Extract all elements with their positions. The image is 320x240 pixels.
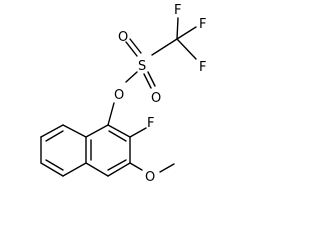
bond-c-s	[151, 38, 178, 56]
atom-o-sulfonyl-upper: O	[118, 30, 128, 45]
atom-f-right-upper: F	[199, 17, 206, 32]
atom-f-top: F	[174, 3, 181, 18]
bond-c3-c4	[107, 162, 131, 177]
bond-c1-c2-inner	[108, 130, 127, 142]
bond-c8-c7	[40, 124, 64, 138]
molecule-svg: F F F S O O O F O	[40, 3, 206, 185]
atom-o-ester: O	[114, 88, 124, 103]
atom-o-sulfonyl-lower: O	[151, 91, 161, 106]
bond-o-c1	[107, 102, 115, 126]
bond-s-o-lower-b	[147, 71, 156, 87]
atom-s: S	[138, 59, 146, 74]
atom-f-right-lower: F	[199, 60, 206, 75]
atom-o-methoxy: O	[145, 170, 155, 185]
bond-c5-c4a	[62, 162, 87, 177]
bond-c-f-right-upper	[176, 26, 197, 40]
bond-c8a-c8	[62, 124, 87, 138]
bond-c8a-c1	[85, 124, 109, 138]
bond-c-f-top	[176, 17, 179, 40]
bond-c-f-right-lower	[176, 38, 197, 60]
bond-s-o-upper-a	[125, 41, 138, 57]
bond-o-ch3	[159, 163, 175, 173]
bond-c3-c4-inner	[107, 159, 127, 171]
bond-c6-c5	[40, 162, 64, 177]
structure-diagram: F F F S O O O F O	[40, 3, 206, 185]
atom-f-ring: F	[147, 116, 154, 131]
bond-c6-c5-inner	[45, 159, 64, 171]
bond-c3-o	[129, 162, 143, 171]
bond-c8-c7-inner	[45, 130, 64, 142]
bond-c2-f	[129, 127, 147, 138]
bond-c4-c4a	[85, 162, 109, 177]
bond-s-o-ester	[125, 71, 138, 83]
bond-s-o-upper-b	[129, 38, 142, 54]
bond-s-o-lower-a	[143, 73, 152, 89]
bond-c1-c2	[107, 124, 131, 138]
